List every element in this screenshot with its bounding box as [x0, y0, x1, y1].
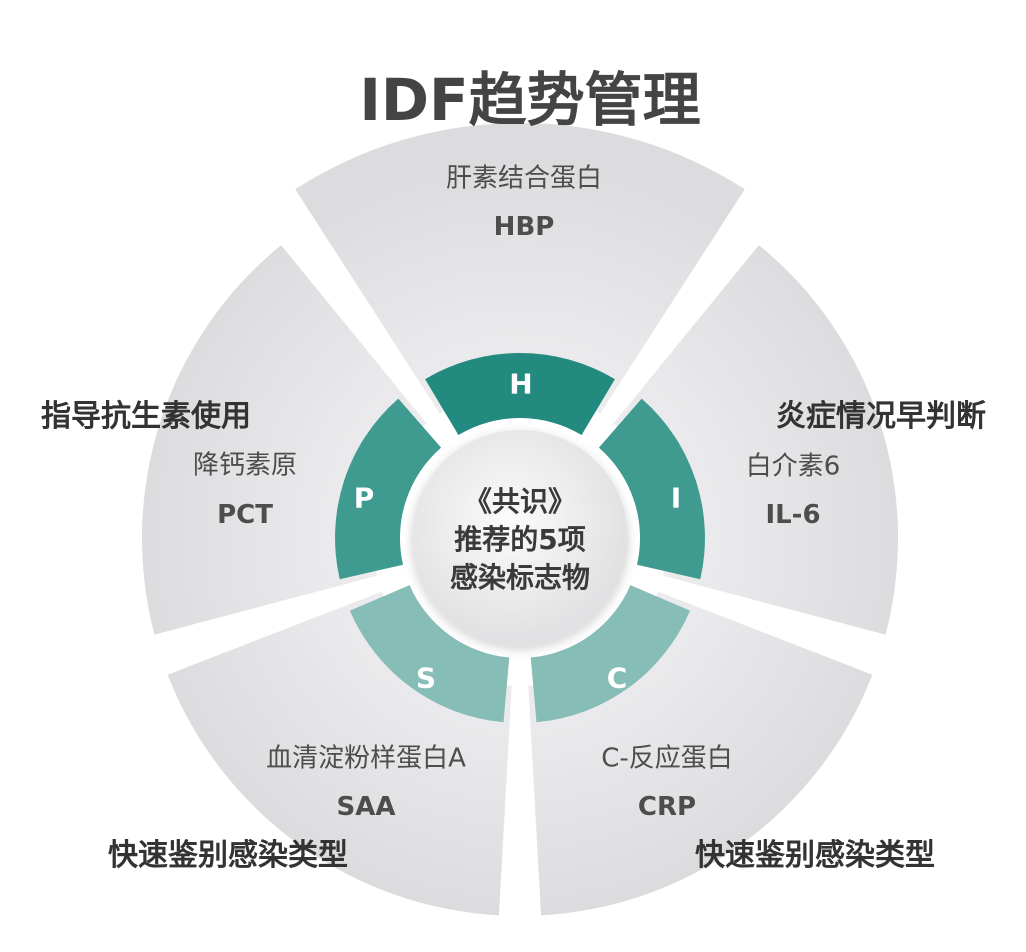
segment-h-abbr: HBP	[493, 212, 555, 242]
segment-c-abbr: CRP	[637, 792, 697, 822]
ring-segment-s	[349, 585, 510, 723]
ring-letter-s: S	[415, 661, 437, 695]
headline-bottom-right: 快速鉴别感染类型	[695, 838, 935, 873]
center-label: 《共识》 推荐的5项 感染标志物	[450, 483, 590, 597]
segment-p-abbr: PCT	[217, 500, 273, 530]
ring-letter-i: I	[670, 481, 682, 515]
ring-segment-c	[530, 585, 691, 723]
ring-segment-i	[598, 398, 705, 580]
page-title: IDF趋势管理	[359, 66, 701, 134]
headline-left: 指导抗生素使用	[41, 399, 251, 434]
segment-p-name: 降钙素原	[192, 450, 298, 481]
segment-h-name: 肝素结合蛋白	[445, 163, 603, 194]
segment-i-abbr: IL-6	[765, 500, 821, 530]
ring-letter-h: H	[509, 367, 533, 401]
segment-s-name: 血清淀粉样蛋白A	[266, 743, 466, 774]
ring-letter-c: C	[606, 661, 628, 695]
segment-i-name: 白介素6	[745, 451, 841, 482]
center-line-1: 《共识》	[463, 485, 577, 518]
segment-c-name: C-反应蛋白	[601, 743, 733, 774]
ring-letter-p: P	[353, 481, 375, 515]
segment-s-abbr: SAA	[336, 792, 396, 822]
ring-segment-p	[335, 398, 442, 580]
outer-segment-h	[295, 123, 745, 414]
center-line-3: 感染标志物	[449, 561, 591, 594]
center-disc	[412, 430, 628, 646]
center-line-2: 推荐的5项	[454, 523, 586, 556]
ring-segment-h	[425, 353, 615, 435]
headline-bottom-left: 快速鉴别感染类型	[108, 838, 348, 873]
headline-right: 炎症情况早判断	[776, 399, 986, 434]
